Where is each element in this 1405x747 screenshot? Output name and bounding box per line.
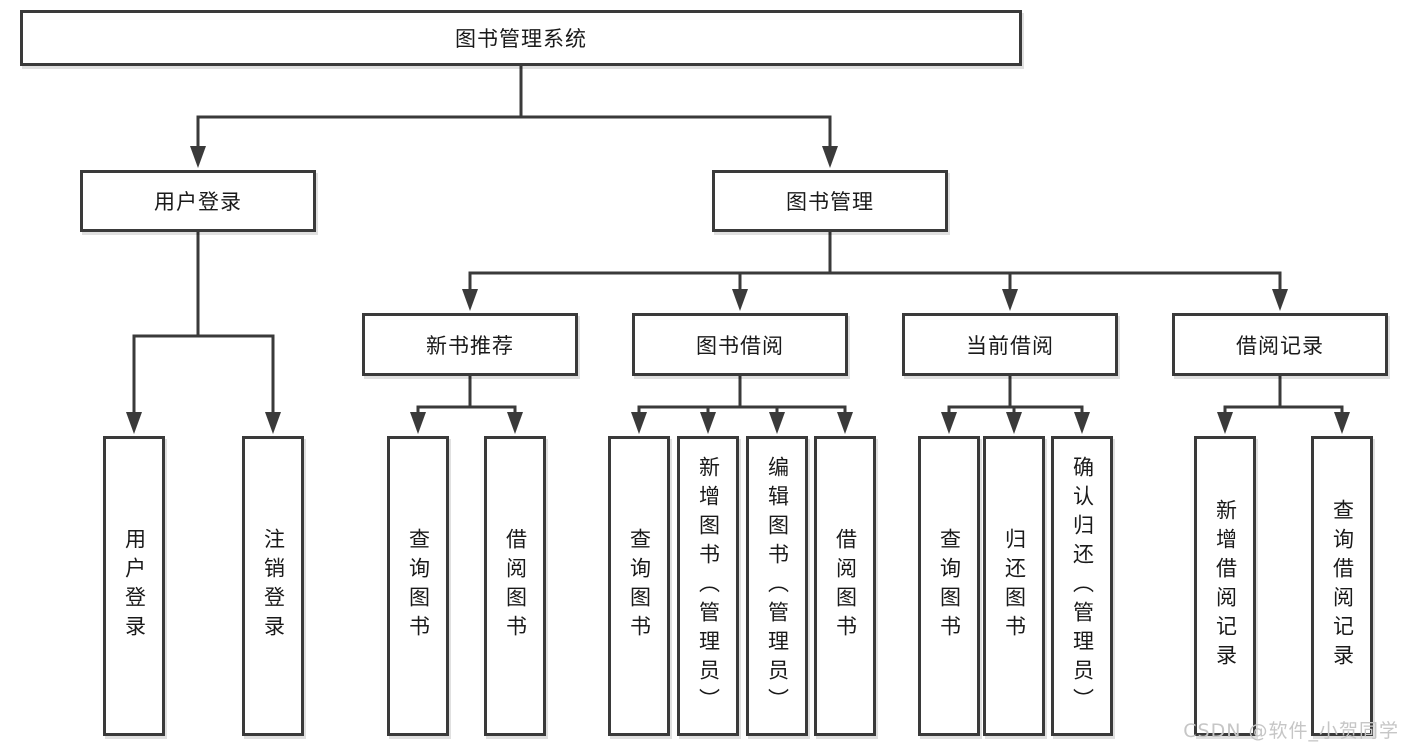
node-user-login: 用户登录 [80,170,316,232]
leaf-records-add-record: 新增借阅记录 [1194,436,1256,736]
leaf-current-query-books: 查询图书 [918,436,980,736]
leaf-borrow-edit-books-admin-label: 编辑图书（管理员） [765,455,790,717]
leaf-current-query-books-label: 查询图书 [937,528,962,644]
node-user-login-label: 用户登录 [154,190,242,214]
leaf-current-return-books: 归还图书 [983,436,1045,736]
node-borrow-records: 借阅记录 [1172,313,1388,376]
node-book-management-label: 图书管理 [786,190,874,214]
leaf-user-login-label: 用户登录 [122,528,147,644]
leaf-recommend-query-books: 查询图书 [387,436,449,736]
leaf-records-query-record: 查询借阅记录 [1311,436,1373,736]
leaf-logout: 注销登录 [242,436,304,736]
node-current-borrow: 当前借阅 [902,313,1118,376]
leaf-user-login: 用户登录 [103,436,165,736]
leaf-recommend-borrow-books: 借阅图书 [484,436,546,736]
leaf-borrow-edit-books-admin: 编辑图书（管理员） [746,436,808,736]
leaf-borrow-query-books-label: 查询图书 [627,528,652,644]
leaf-recommend-query-books-label: 查询图书 [406,528,431,644]
node-current-borrow-label: 当前借阅 [966,333,1054,358]
leaf-recommend-borrow-books-label: 借阅图书 [503,528,528,644]
leaf-borrow-borrow-books-label: 借阅图书 [833,528,858,644]
node-borrow-records-label: 借阅记录 [1236,333,1324,358]
leaf-current-confirm-return-admin-label: 确认归还（管理员） [1070,455,1095,717]
node-new-book-recommend-label: 新书推荐 [426,333,514,358]
node-root: 图书管理系统 [20,10,1022,66]
node-root-label: 图书管理系统 [455,27,587,51]
leaf-borrow-query-books: 查询图书 [608,436,670,736]
node-book-borrow: 图书借阅 [632,313,848,376]
node-book-management: 图书管理 [712,170,948,232]
leaf-borrow-borrow-books: 借阅图书 [814,436,876,736]
node-new-book-recommend: 新书推荐 [362,313,578,376]
leaf-borrow-add-books-admin-label: 新增图书（管理员） [696,455,721,717]
leaf-borrow-add-books-admin: 新增图书（管理员） [677,436,739,736]
node-book-borrow-label: 图书借阅 [696,333,784,358]
leaf-records-add-record-label: 新增借阅记录 [1213,499,1238,673]
leaf-logout-label: 注销登录 [261,528,286,644]
leaf-current-confirm-return-admin: 确认归还（管理员） [1051,436,1113,736]
leaf-current-return-books-label: 归还图书 [1002,528,1027,644]
leaf-records-query-record-label: 查询借阅记录 [1330,499,1355,673]
watermark: CSDN @软件_小贺同学 [1183,720,1399,742]
